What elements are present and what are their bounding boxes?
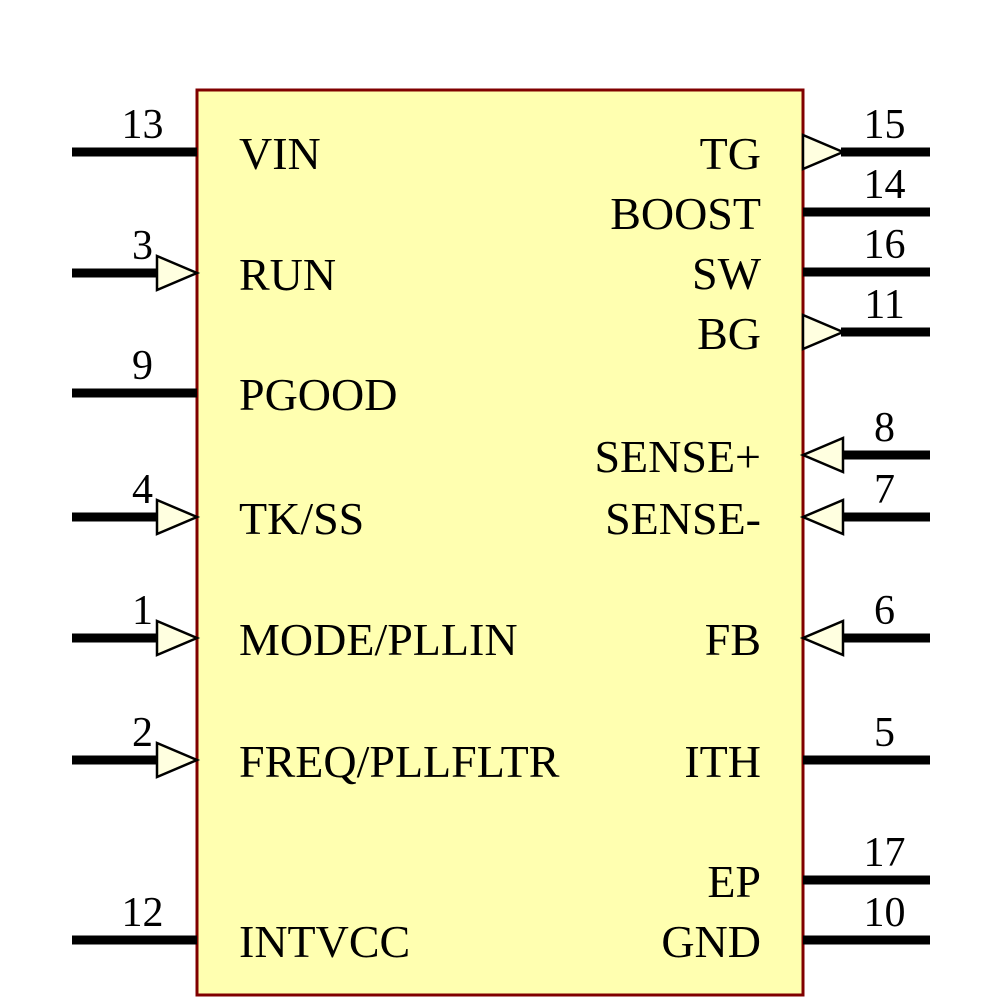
- pin-number: 9: [132, 343, 153, 389]
- pin-number: 4: [132, 467, 153, 513]
- pin-number: 11: [864, 282, 904, 328]
- pin-number: 15: [864, 102, 906, 148]
- left-pin-tk-ss[interactable]: 4TK/SS: [72, 467, 364, 544]
- pin-arrow-input-icon: [799, 619, 845, 657]
- pin-arrow-output-icon: [801, 313, 847, 351]
- pin-number: 5: [874, 710, 895, 756]
- ic-body-rect: [195, 88, 805, 997]
- pin-number: 3: [132, 223, 153, 269]
- pin-number: 12: [122, 890, 164, 936]
- pin-number: 2: [132, 710, 153, 756]
- ic-body: [195, 88, 805, 997]
- pin-arrow-input-icon: [155, 619, 201, 657]
- pin-number: 7: [874, 467, 895, 513]
- pin-label: TK/SS: [239, 493, 364, 544]
- pin-label: PGOOD: [239, 369, 397, 420]
- pin-number: 8: [874, 405, 895, 451]
- pin-label: RUN: [239, 249, 336, 300]
- pin-arrow-input-icon: [155, 741, 201, 779]
- pin-number: 16: [864, 222, 906, 268]
- pin-label: VIN: [239, 128, 321, 179]
- pin-arrow-input-icon: [155, 498, 201, 536]
- pin-label: TG: [700, 128, 761, 179]
- pin-number: 13: [122, 102, 164, 148]
- pin-label: GND: [661, 916, 761, 967]
- pin-label: SENSE-: [605, 493, 761, 544]
- pin-label: MODE/PLLIN: [239, 614, 518, 665]
- pin-label: SENSE+: [594, 431, 761, 482]
- pin-arrow-output-icon: [801, 133, 847, 171]
- right-pin-fb[interactable]: 6FB: [705, 588, 930, 665]
- right-pin-group: 15TG14BOOST16SW11BG8SENSE+7SENSE-6FB5ITH…: [594, 102, 930, 967]
- pin-number: 1: [132, 588, 153, 634]
- pin-label: SW: [692, 248, 762, 299]
- left-pin-group: 13VIN3RUN9PGOOD4TK/SS1MODE/PLLIN2FREQ/PL…: [72, 102, 560, 967]
- pin-arrow-input-icon: [799, 498, 845, 536]
- pin-label: BG: [697, 308, 761, 359]
- pin-label: ITH: [684, 736, 761, 787]
- pin-label: EP: [707, 856, 761, 907]
- pin-label: FREQ/PLLFLTR: [239, 736, 560, 787]
- pin-label: INTVCC: [239, 916, 410, 967]
- pin-arrow-input-icon: [799, 436, 845, 474]
- pin-arrow-input-icon: [155, 254, 201, 292]
- pin-label: FB: [705, 614, 761, 665]
- pin-number: 6: [874, 588, 895, 634]
- pin-label: BOOST: [610, 188, 761, 239]
- pin-number: 17: [864, 830, 906, 876]
- pin-number: 14: [864, 162, 906, 208]
- pin-number: 10: [864, 890, 906, 936]
